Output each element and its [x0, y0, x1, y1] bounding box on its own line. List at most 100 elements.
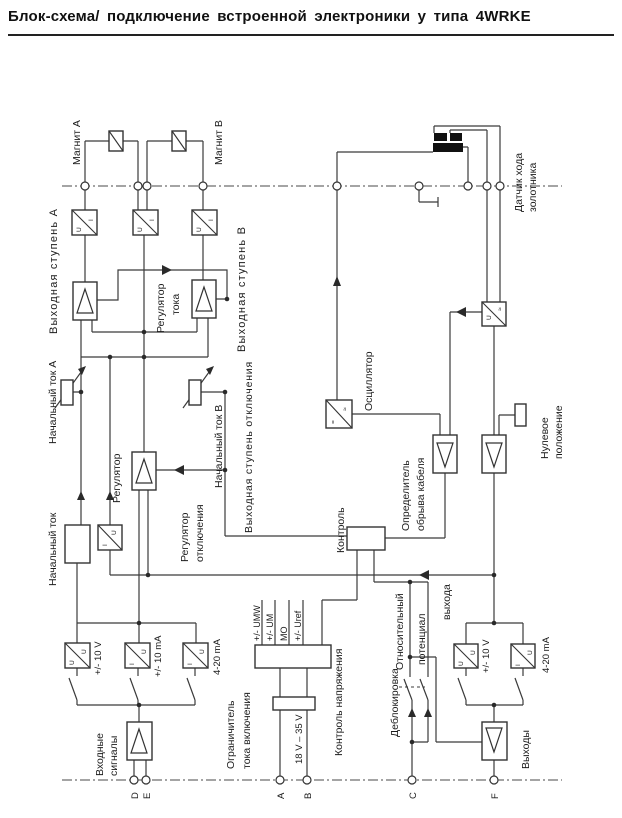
converter-letter: =	[330, 420, 337, 424]
initial-current-b-pot	[188, 366, 214, 406]
label-range-420ma-out: 4-20 mA	[541, 636, 552, 673]
signal-flow-arrows	[77, 265, 466, 717]
monitoring-block	[346, 526, 386, 551]
label-mo: MO	[279, 627, 289, 642]
terminal-f: F	[490, 793, 501, 799]
label-spool-sensor: золотника	[527, 163, 539, 212]
demodulator-block: U ≈	[481, 301, 507, 327]
label-voltage-monitoring: Контроль напряжения	[333, 649, 345, 756]
label-input-signals: сигналы	[108, 736, 120, 776]
label-shutdown-regulator: Регулятор	[179, 512, 191, 562]
converter-letter: I	[102, 544, 109, 546]
converter-letter: U	[470, 650, 477, 655]
label-supply-range: 18 V – 35 V	[294, 714, 305, 764]
initial-current-a-pot	[60, 366, 86, 406]
label-cable-break: обрыва кабеля	[415, 458, 427, 531]
wires-sensor-section	[336, 125, 515, 623]
converter-letter: U	[486, 315, 493, 320]
label-outputs: Выходы	[520, 730, 532, 769]
power-stage-a-block	[72, 281, 98, 321]
label-shutdown-regulator: отключения	[194, 504, 206, 562]
zero-position-pot	[514, 403, 527, 427]
inrush-limiter-block	[272, 696, 316, 711]
label-oscillator: Осциллятор	[363, 351, 375, 411]
valve-boundary-lines	[62, 185, 562, 781]
converter-letter: ≈	[342, 407, 349, 411]
input-signals-amp-block	[126, 721, 153, 761]
label-uref: +/- Uref	[293, 610, 303, 641]
converter-output-b: U I	[191, 209, 218, 236]
solenoid-b-symbol	[171, 130, 187, 152]
converter-letter: U	[196, 227, 203, 232]
label-monitoring: Контроль	[335, 507, 347, 553]
label-current-regulator: тока	[170, 294, 182, 315]
initial-current-block	[64, 524, 91, 564]
label-initial-current: Начальный ток	[47, 512, 59, 586]
label-range-10v-in: +/- 10 V	[93, 641, 104, 675]
label-output-stage-a: Выходная ступень A	[48, 208, 60, 334]
label-initial-current-b: Начальный ток B	[213, 405, 225, 488]
power-stage-b-block	[191, 279, 217, 319]
label-magnet-b: Магнит B	[213, 120, 225, 165]
converter-letter: ≈	[497, 307, 504, 311]
label-output-stage-b: Выходная ступень B	[236, 226, 248, 352]
converter-letter: U	[527, 650, 534, 655]
terminal-e: E	[142, 793, 153, 799]
converter-letter: U	[458, 661, 465, 666]
label-reference-potential: выхода	[441, 584, 453, 620]
label-reference-potential: потенциал	[416, 614, 428, 665]
converter-letter: U	[81, 649, 88, 654]
terminal-a: A	[276, 792, 287, 799]
outputs-amp-block	[481, 721, 508, 761]
terminal-d: D	[130, 792, 141, 799]
label-shutdown-output-stage: Выходная ступень отключения	[243, 361, 255, 533]
power-supply-block	[254, 644, 332, 669]
terminal-circles	[80, 181, 505, 785]
converter-letter: U	[69, 660, 76, 665]
converter-current-sense-top: U I	[132, 209, 159, 236]
label-initial-current-a: Начальный ток A	[47, 361, 59, 444]
junction-dots	[78, 296, 497, 745]
converter-letter: I	[208, 219, 215, 221]
converter-letter: I	[515, 664, 522, 666]
wires-output-stages	[54, 140, 347, 623]
label-current-regulator: Регулятор	[155, 283, 167, 333]
position-sensor-windings	[433, 133, 463, 152]
label-input-signals: Входные	[94, 733, 106, 776]
output-converter-420ma: I U	[510, 643, 536, 669]
converter-letter: U	[141, 649, 148, 654]
label-spool-sensor: Датчик хода	[513, 153, 525, 212]
input-converter-420ma: I U	[182, 642, 209, 669]
label-um: +/- UM	[265, 614, 275, 641]
cable-break-detector-block	[432, 434, 458, 474]
terminal-b: B	[303, 793, 314, 799]
converter-letter: U	[137, 227, 144, 232]
output-converter-10v: U U	[453, 643, 479, 669]
converter-letter: I	[129, 663, 136, 665]
converter-letter: U	[199, 649, 206, 654]
label-enable: Деблокировка	[389, 668, 401, 737]
input-converter-10ma: I U	[124, 642, 151, 669]
label-range-420ma-in: 4-20 mA	[212, 638, 223, 675]
current-sense-converter: I U	[97, 524, 123, 551]
converter-letter: U	[76, 227, 83, 232]
label-zero-position: Нулевое	[539, 417, 551, 459]
terminal-c: C	[408, 792, 419, 799]
label-magnet-a: Магнит A	[71, 120, 83, 165]
label-inrush-limiter: тока включения	[241, 692, 253, 769]
label-cable-break: Определитель	[400, 460, 412, 531]
solenoid-a-symbol	[108, 130, 124, 152]
label-regulator: Регулятор	[111, 453, 123, 503]
converter-letter: U	[111, 530, 118, 535]
converter-letter: I	[88, 219, 95, 221]
label-reference-potential: Относительный	[394, 593, 406, 670]
converter-output-a: U I	[71, 209, 98, 236]
regulator-block	[131, 451, 157, 491]
input-converter-10v: U U	[64, 642, 91, 669]
position-signal-amp-block	[481, 434, 507, 474]
label-zero-position: положение	[553, 405, 565, 459]
oscillator-block: = ≈	[325, 399, 353, 429]
wires-monitoring	[76, 550, 494, 780]
